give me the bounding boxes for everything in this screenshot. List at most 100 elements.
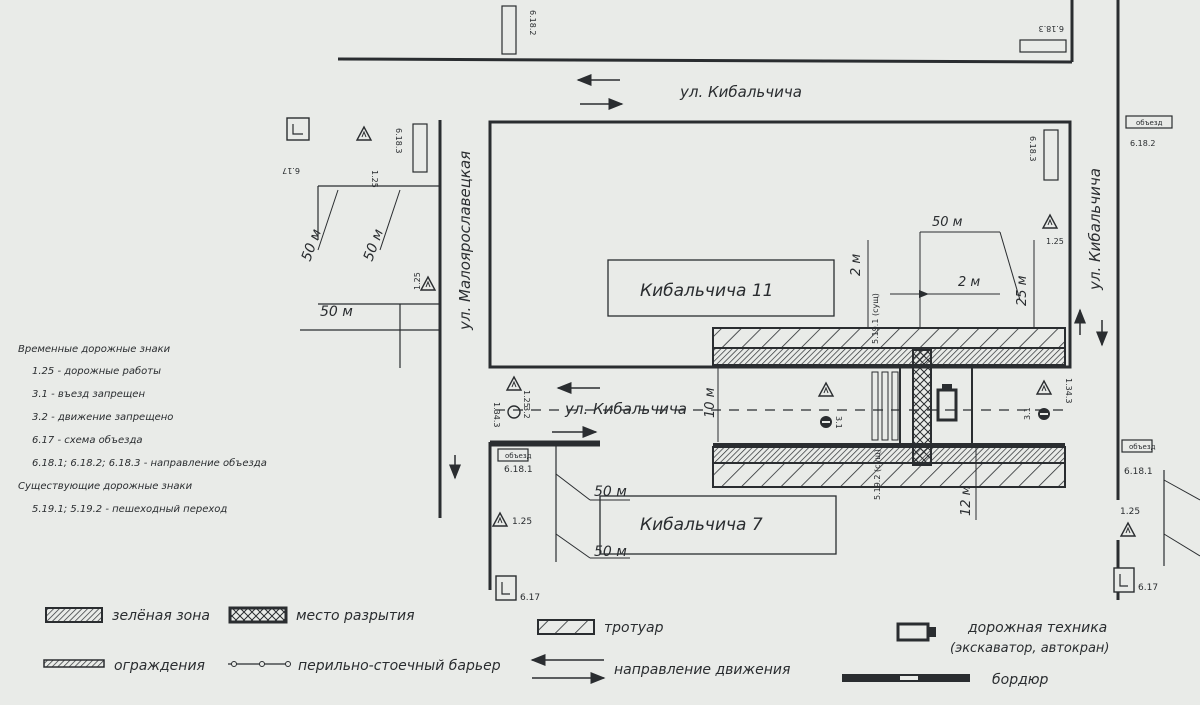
sign-1-25-top-right: 1.25	[1042, 214, 1064, 246]
dim-50m-c: 50 м	[320, 304, 353, 320]
svg-text:6.18.2: 6.18.2	[528, 10, 537, 35]
building-11-label: Кибальчича 11	[640, 281, 774, 301]
legend-border-label: бордюр	[992, 672, 1049, 688]
legend-green-label: зелёная зона	[112, 608, 210, 624]
legend-dig-label: место разрытия	[296, 608, 415, 624]
sign-6-18-3-top-right: 6.18.3	[1019, 24, 1067, 53]
svg-text:1.25: 1.25	[522, 390, 531, 408]
svg-text:1.25: 1.25	[370, 170, 379, 188]
notes-title-2: Существующие дорожные знаки	[18, 481, 193, 492]
sign-6-17-top-left: 6.17	[282, 117, 310, 175]
dim-50m-low2: 50 м	[594, 544, 627, 560]
notes-item-1: 1.25 - дорожные работы	[32, 365, 161, 377]
svg-text:6.18.3: 6.18.3	[394, 128, 403, 153]
svg-text:3.2: 3.2	[522, 406, 531, 419]
green-zone-upper	[712, 347, 1066, 367]
svg-text:1.25: 1.25	[512, 517, 532, 527]
sign-5-19-2: 5.19.2 (сущ)	[873, 449, 882, 500]
legend-dig-swatch	[228, 606, 288, 624]
building-11	[607, 259, 835, 317]
legend-tech-icon	[896, 622, 936, 642]
sign-5-19-1: 5.19.1 (сущ)	[871, 293, 880, 344]
street-left-label: ул. Малоярославецкая	[456, 151, 474, 331]
sign-6-18-1-left: объезд 6.18.1	[497, 448, 533, 475]
notes-item-6: 5.19.1; 5.19.2 - пешеходный переход	[32, 504, 227, 515]
notes-item-2: 3.1 - въезд запрещен	[32, 389, 145, 400]
legend-tech-label: дорожная техника	[967, 620, 1107, 636]
sign-1-25-right	[1036, 380, 1052, 395]
sign-6-17-low-left: 6.17	[495, 575, 540, 603]
svg-text:6.18.1: 6.18.1	[1124, 467, 1153, 477]
legend-direction-swatch	[530, 654, 606, 684]
svg-text:объезд: объезд	[505, 452, 532, 460]
svg-text:6.17: 6.17	[1138, 583, 1158, 593]
building-7	[599, 495, 837, 555]
sign-6-18-1-right: объезд 6.18.1	[1121, 439, 1156, 477]
sidewalk-lower	[712, 462, 1066, 488]
sign-6-18-2-right: объезд 6.18.2	[1125, 115, 1173, 148]
dim-2m-horizontal: 2 м	[958, 275, 980, 290]
svg-text:6.18.1: 6.18.1	[504, 465, 533, 475]
street-middle-label: ул. Кибальчича	[564, 400, 687, 418]
svg-text:3.1: 3.1	[1023, 407, 1032, 420]
notes-item-3: 3.2 - движение запрещено	[32, 412, 173, 423]
svg-text:6.17: 6.17	[520, 593, 540, 603]
sign-1-25-low-right: 1.25	[1120, 507, 1140, 537]
sign-3-1-mid: 3.1	[820, 416, 843, 429]
street-top-label: ул. Кибальчича	[679, 83, 802, 101]
sign-1-25-low-left: 1.25	[492, 512, 532, 527]
notes-item-5: 6.18.1; 6.18.2; 6.18.3 - направление объ…	[32, 457, 267, 469]
notes-item-4: 6.17 - схема объезда	[32, 434, 143, 446]
sign-1-25-mid	[818, 382, 834, 397]
sidewalk-upper	[712, 327, 1066, 349]
legend-direction-label: направление движения	[614, 662, 790, 678]
legend-sidewalk-swatch	[537, 619, 595, 635]
road-equipment	[936, 384, 958, 422]
sign-1-34-3-left: 1.34.3	[492, 402, 501, 427]
legend-border-swatch	[842, 674, 970, 682]
svg-text:1.25: 1.25	[1120, 507, 1140, 517]
dim-2m-vertical: 2 м	[849, 254, 864, 276]
legend-green-swatch	[45, 607, 103, 623]
legend-sidewalk-label: тротуар	[604, 620, 664, 636]
dim-50m-a: 50 м	[299, 227, 325, 264]
notes-block: Временные дорожные знаки 1.25 - дорожные…	[18, 344, 267, 515]
sign-1-34-3-right: 1.34.3	[1064, 378, 1073, 403]
svg-text:6.18.2: 6.18.2	[1130, 139, 1155, 148]
svg-text:1.25: 1.25	[413, 272, 422, 290]
svg-text:3.1: 3.1	[834, 416, 843, 429]
sign-1-25-left: 1.25	[413, 272, 436, 291]
svg-text:6.18.3: 6.18.3	[1028, 136, 1037, 161]
building-7-label: Кибальчича 7	[640, 515, 763, 535]
svg-text:6.17: 6.17	[282, 166, 300, 175]
dim-50m-b: 50 м	[361, 227, 387, 264]
dim-50m-top: 50 м	[932, 215, 963, 230]
dim-12m: 12 м	[959, 485, 974, 516]
green-zone-lower	[712, 446, 1066, 464]
legend-barrier-label: перильно-стоечный барьер	[298, 658, 501, 674]
sign-3-1-right: 3.1	[1023, 407, 1050, 420]
sign-6-18-3-block: 6.18.3	[1028, 129, 1059, 181]
sign-6-17-low-right: 6.17	[1113, 567, 1158, 593]
street-right-label: ул. Кибальчича	[1086, 168, 1104, 291]
legend-fence-label: ограждения	[114, 658, 205, 674]
pedestrian-crossing	[871, 371, 899, 441]
legend-barrier-swatch	[228, 661, 291, 667]
dim-10m: 10 м	[703, 387, 718, 418]
excavation-area	[912, 349, 932, 466]
dim-25m: 25 м	[1015, 275, 1030, 306]
legend-fence-swatch	[43, 659, 105, 668]
sign-1-25-top-left: 1.25	[356, 126, 379, 188]
svg-text:6.18.3: 6.18.3	[1039, 24, 1064, 33]
dim-50m-low1: 50 м	[594, 484, 627, 500]
sign-6-18-2-top: 6.18.2	[501, 5, 537, 55]
notes-title: Временные дорожные знаки	[18, 344, 171, 355]
legend: зелёная зона место разрытия тротуар доро…	[43, 606, 1110, 688]
sign-6-18-3-top-left: 6.18.3	[394, 123, 428, 173]
svg-text:1.25: 1.25	[1046, 237, 1064, 246]
svg-text:объезд: объезд	[1136, 119, 1163, 127]
svg-text:объезд: объезд	[1129, 443, 1156, 451]
sign-1-25-mid-left: 1.25	[506, 376, 531, 408]
legend-tech-sub: (экскаватор, автокран)	[950, 641, 1110, 656]
